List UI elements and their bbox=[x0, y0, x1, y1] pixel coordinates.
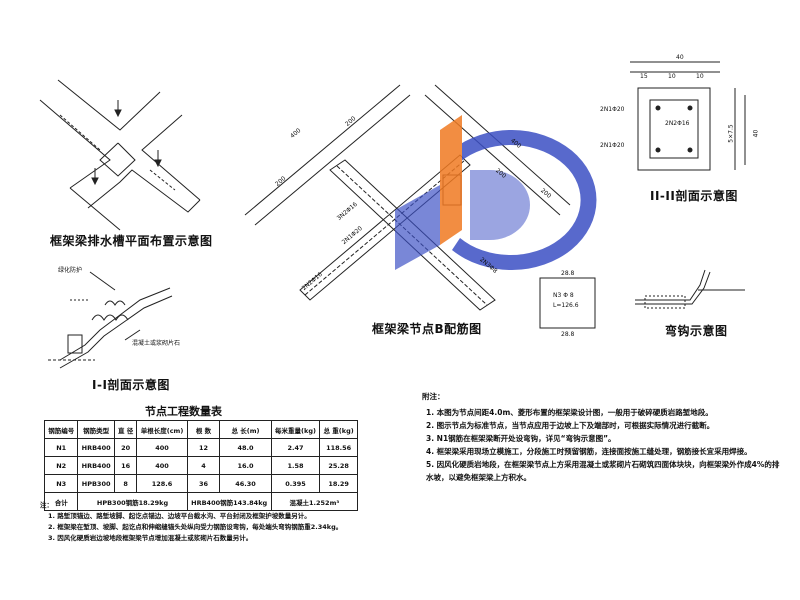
hook-drawing bbox=[635, 269, 745, 309]
stirrup-dim-top: 28.8 bbox=[561, 270, 575, 277]
cell: 1.58 bbox=[270, 456, 321, 475]
cell: 400 bbox=[136, 456, 188, 475]
cell: HRB400 bbox=[77, 456, 115, 475]
s2-dim-side2: 5×7.5 bbox=[727, 124, 735, 143]
cell: 118.56 bbox=[319, 438, 358, 457]
cell: 16.0 bbox=[219, 456, 272, 475]
cell: 0.395 bbox=[270, 474, 321, 493]
node-rebar-caption: 框架梁节点B配筋图 bbox=[372, 322, 482, 336]
cell: HPB300 bbox=[77, 474, 115, 493]
header-cell: 直 径 bbox=[113, 420, 138, 439]
s2-dim-top-4: 10 bbox=[696, 73, 704, 80]
s2-label-1: 2N1Φ20 bbox=[600, 106, 625, 113]
drainage-plan-drawing bbox=[39, 79, 201, 231]
cell: 20 bbox=[113, 438, 138, 457]
cell: 4 bbox=[186, 456, 221, 475]
node-rebar-drawing bbox=[244, 84, 571, 311]
section-1-caption: I-I剖面示意图 bbox=[92, 378, 170, 392]
right-note-item: 5. 因风化硬质岩地段，在框架梁节点上方采用混凝土或浆砌片石砌筑四面体块块，向框… bbox=[426, 460, 780, 482]
stirrup-drawing bbox=[539, 277, 596, 329]
s2-label-3: 2N1Φ20 bbox=[600, 142, 625, 149]
section-1-drawing bbox=[48, 271, 173, 369]
s2-dim-top-1: 40 bbox=[676, 54, 684, 61]
header-cell: 总 重(kg) bbox=[319, 420, 358, 439]
cell: 16 bbox=[113, 456, 138, 475]
section-2-drawing bbox=[630, 61, 746, 171]
cell: 400 bbox=[136, 438, 188, 457]
quantity-table: 钢筋编号 钢筋类型 直 径 单根长度(cm) 根 数 总 长(m) 每米重量(k… bbox=[43, 420, 359, 511]
watermark-logo bbox=[395, 115, 597, 270]
total-concrete: 混凝土1.252m³ bbox=[270, 492, 359, 511]
table-header-row: 钢筋编号 钢筋类型 直 径 单根长度(cm) 根 数 总 长(m) 每米重量(k… bbox=[43, 420, 358, 439]
left-notes: 注： 1. 路堑顶锚边、路堑坡脚、起讫点锚边、边坡平台截水沟、平台封闭及框架护坡… bbox=[40, 500, 360, 544]
cell: 46.30 bbox=[219, 474, 272, 493]
cell: 2.47 bbox=[270, 438, 321, 457]
quantity-table-title: 节点工程数量表 bbox=[145, 405, 222, 418]
logo-blue-inner bbox=[470, 170, 530, 240]
right-notes-title: 附注： bbox=[422, 392, 445, 401]
logo-blue-arc bbox=[452, 130, 597, 270]
cell: 48.0 bbox=[219, 438, 272, 457]
cell: 36 bbox=[186, 474, 221, 493]
s2-dim-top-2: 15 bbox=[640, 73, 648, 80]
cell: 18.29 bbox=[319, 474, 358, 493]
cell: 8 bbox=[113, 474, 138, 493]
greening-label: 绿化防护 bbox=[58, 267, 83, 274]
cell: N1 bbox=[43, 438, 79, 457]
hook-caption: 弯钩示意图 bbox=[665, 324, 728, 338]
stirrup-dim-bottom: 28.8 bbox=[561, 331, 575, 338]
table-row: N1 HRB400 20 400 12 48.0 2.47 118.56 bbox=[43, 438, 358, 457]
cell: HRB400 bbox=[77, 438, 115, 457]
header-cell: 钢筋编号 bbox=[43, 420, 79, 439]
concrete-label: 混凝土或浆砌片石 bbox=[132, 340, 181, 347]
drainage-plan-caption: 框架梁排水槽平面布置示意图 bbox=[50, 234, 213, 248]
right-notes: 附注： 1. 本图为节点间距4.0m、菱形布置的框架梁设计图，一般用于破碎硬质岩… bbox=[422, 390, 782, 484]
cell: N3 bbox=[43, 474, 79, 493]
header-cell: 每米重量(kg) bbox=[270, 420, 321, 439]
cell: 25.28 bbox=[319, 456, 358, 475]
header-cell: 总 长(m) bbox=[219, 420, 272, 439]
logo-blue-slice bbox=[395, 185, 440, 270]
stirrup-line-2: L=126.6 bbox=[553, 302, 579, 309]
total-label: 合计 bbox=[43, 492, 79, 511]
total-hpb: HPB300钢筋18.29kg bbox=[77, 492, 188, 511]
section-2-caption: II-II剖面示意图 bbox=[650, 189, 738, 203]
left-note-item: 3. 因风化硬质岩边坡地段框架梁节点增加混凝土或浆砌片石数量另计。 bbox=[48, 534, 253, 542]
left-note-item: 1. 路堑顶锚边、路堑坡脚、起讫点锚边、边坡平台截水沟、平台封闭及框架护坡数量另… bbox=[48, 512, 311, 520]
table-total-row: 合计 HPB300钢筋18.29kg HRB400钢筋143.84kg 混凝土1… bbox=[43, 492, 359, 511]
left-note-item: 2. 框架梁在堑顶、坡脚、起讫点和伸缩缝锚头处纵向受力钢筋设弯钩，每处端头弯钩钢… bbox=[48, 523, 343, 531]
header-cell: 单根长度(cm) bbox=[136, 420, 188, 439]
cell: N2 bbox=[43, 456, 79, 475]
table-row: N2 HRB400 16 400 4 16.0 1.58 25.28 bbox=[43, 456, 358, 475]
s2-dim-top-3: 10 bbox=[668, 73, 676, 80]
right-note-item: 2. 图示节点为标准节点，当节点应用于边坡上下及端部时，可根据实际情况进行截断。 bbox=[426, 421, 715, 430]
right-note-item: 3. N1钢筋在框架梁断开处设弯钩，详见“弯钩示意图”。 bbox=[426, 434, 616, 443]
stirrup-line-1: N3 Φ 8 bbox=[553, 292, 574, 299]
right-note-item: 4. 框架梁采用现场立模施工，分段施工时预留钢筋，连接面按施工缝处理，钢筋接长宜… bbox=[426, 447, 752, 456]
cell: 128.6 bbox=[136, 474, 188, 493]
logo-orange-bar bbox=[440, 115, 462, 245]
header-cell: 根 数 bbox=[186, 420, 221, 439]
cell: 12 bbox=[186, 438, 221, 457]
left-notes-title: 注： bbox=[40, 501, 53, 509]
s2-label-2: 2N2Φ16 bbox=[665, 120, 690, 127]
header-cell: 钢筋类型 bbox=[77, 420, 115, 439]
s2-dim-side: 40 bbox=[752, 129, 760, 138]
right-note-item: 1. 本图为节点间距4.0m、菱形布置的框架梁设计图，一般用于破碎硬质岩路堑地段… bbox=[426, 408, 713, 417]
table-row: N3 HPB300 8 128.6 36 46.30 0.395 18.29 bbox=[43, 474, 358, 493]
